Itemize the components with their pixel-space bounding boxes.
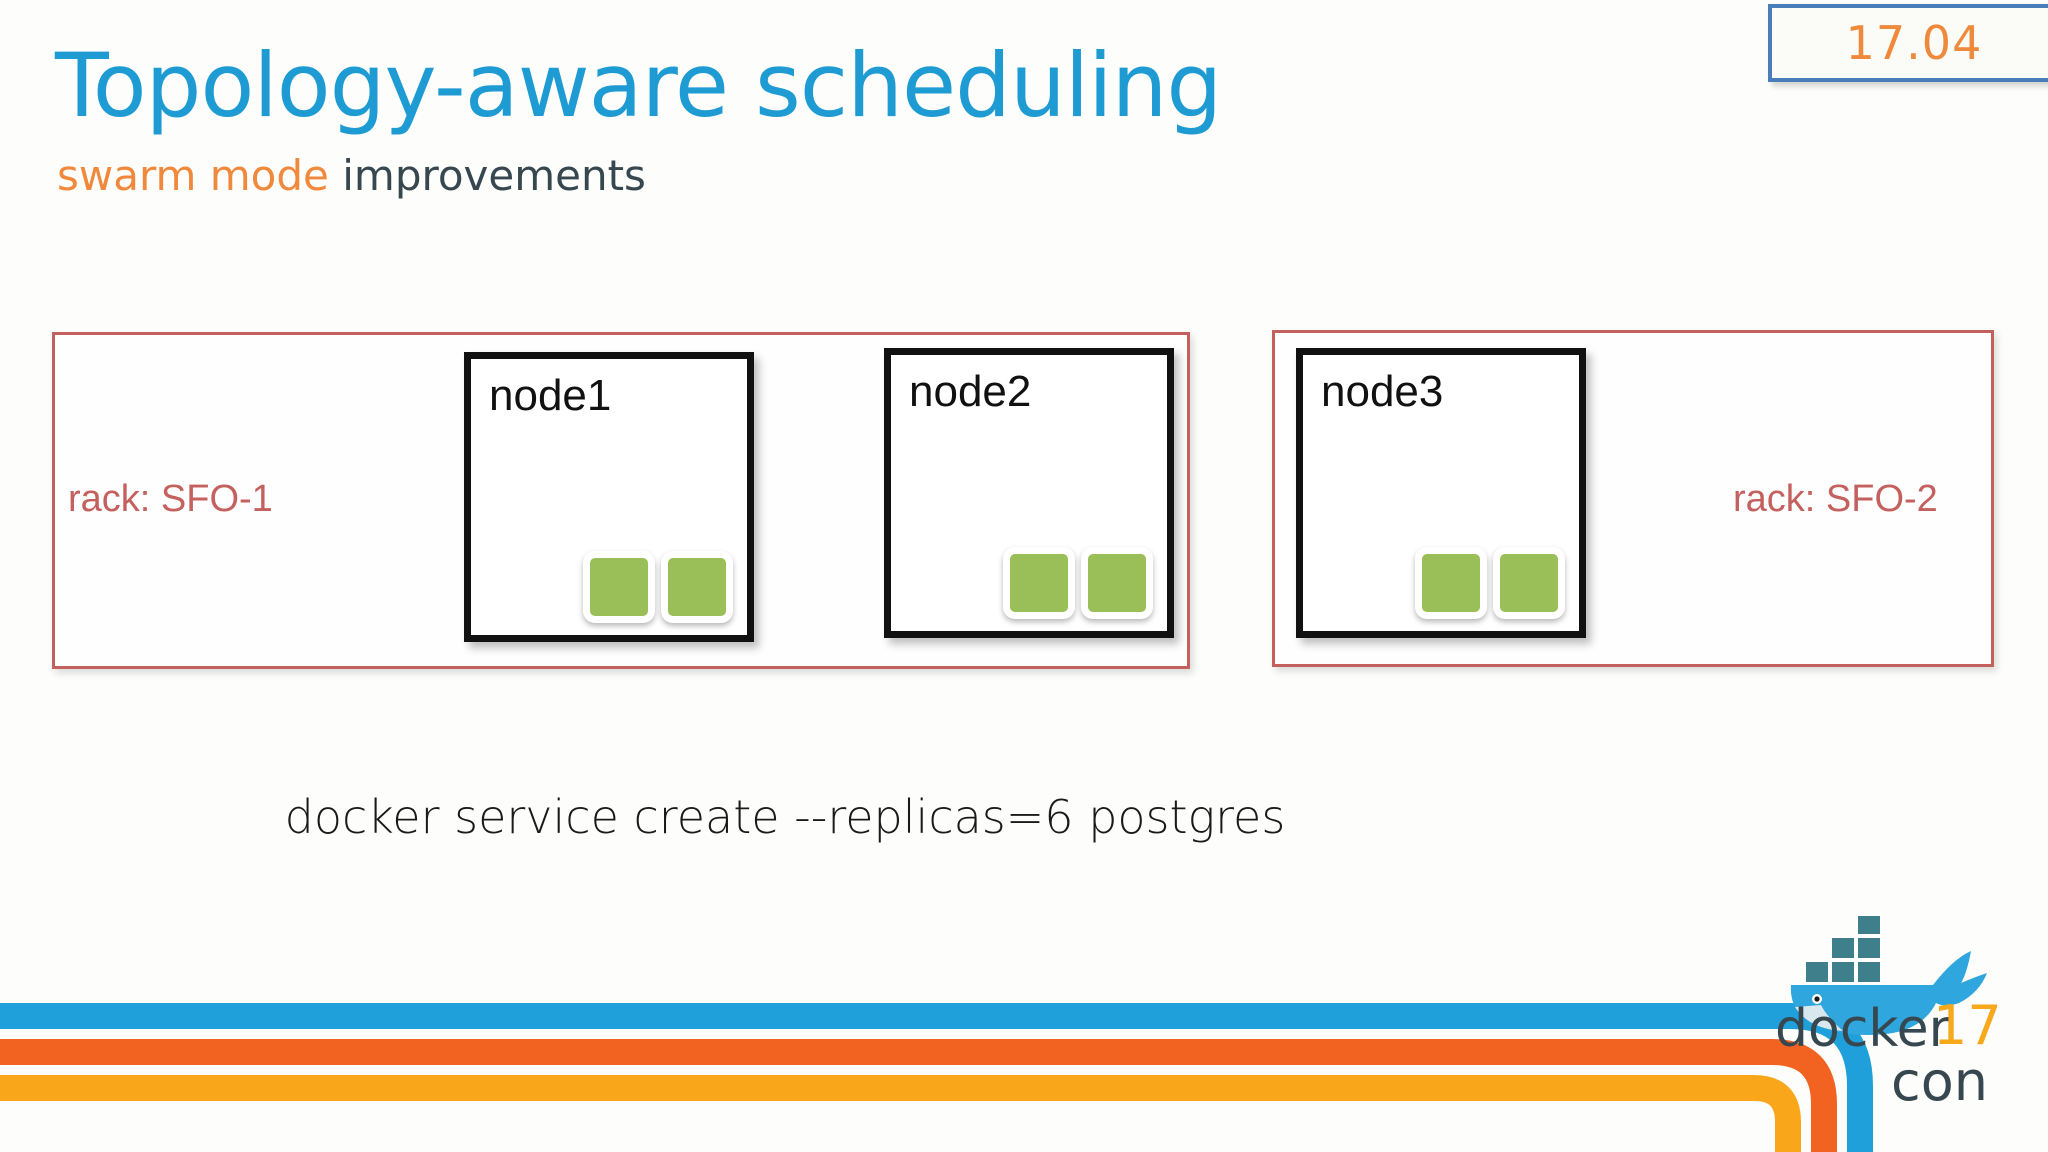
node-box-node3: node3 bbox=[1296, 348, 1586, 638]
rack-sfo-2-label: rack: SFO-2 bbox=[1733, 478, 1938, 520]
node-label-node2: node2 bbox=[909, 367, 1032, 416]
version-badge: 17.04 bbox=[1768, 4, 2048, 82]
task-row-node1 bbox=[583, 551, 733, 623]
task-container bbox=[1003, 547, 1075, 619]
task-container bbox=[1081, 547, 1153, 619]
logo-con-text: con bbox=[1891, 1050, 1988, 1110]
node-box-node2: node2 bbox=[884, 348, 1174, 638]
subtitle-accent-text: swarm mode bbox=[57, 151, 329, 200]
task-container bbox=[583, 551, 655, 623]
logo-docker-text: docker bbox=[1775, 1000, 1951, 1059]
command-caption: docker service create --replicas=6 postg… bbox=[284, 790, 1286, 844]
node-label-node1: node1 bbox=[489, 371, 612, 420]
task-container bbox=[1415, 547, 1487, 619]
page-subtitle: swarm mode improvements bbox=[57, 155, 646, 197]
node-label-node3: node3 bbox=[1321, 367, 1444, 416]
task-row-node3 bbox=[1415, 547, 1565, 619]
task-row-node2 bbox=[1003, 547, 1153, 619]
rack-sfo-1-label: rack: SFO-1 bbox=[68, 478, 273, 520]
logo-17-text: 17 bbox=[1933, 1000, 2002, 1057]
page-title: Topology-aware scheduling bbox=[55, 34, 1222, 137]
docker-whale-icon bbox=[1790, 914, 1987, 1035]
subtitle-plain-text: improvements bbox=[342, 151, 646, 200]
node-box-node1: node1 bbox=[464, 352, 754, 642]
dockercon-wordmark: docker 17 con bbox=[1775, 1000, 2002, 1110]
task-container bbox=[661, 551, 733, 623]
task-container bbox=[1493, 547, 1565, 619]
footer-stripes bbox=[0, 1003, 1873, 1152]
version-badge-label: 17.04 bbox=[1845, 16, 1983, 70]
